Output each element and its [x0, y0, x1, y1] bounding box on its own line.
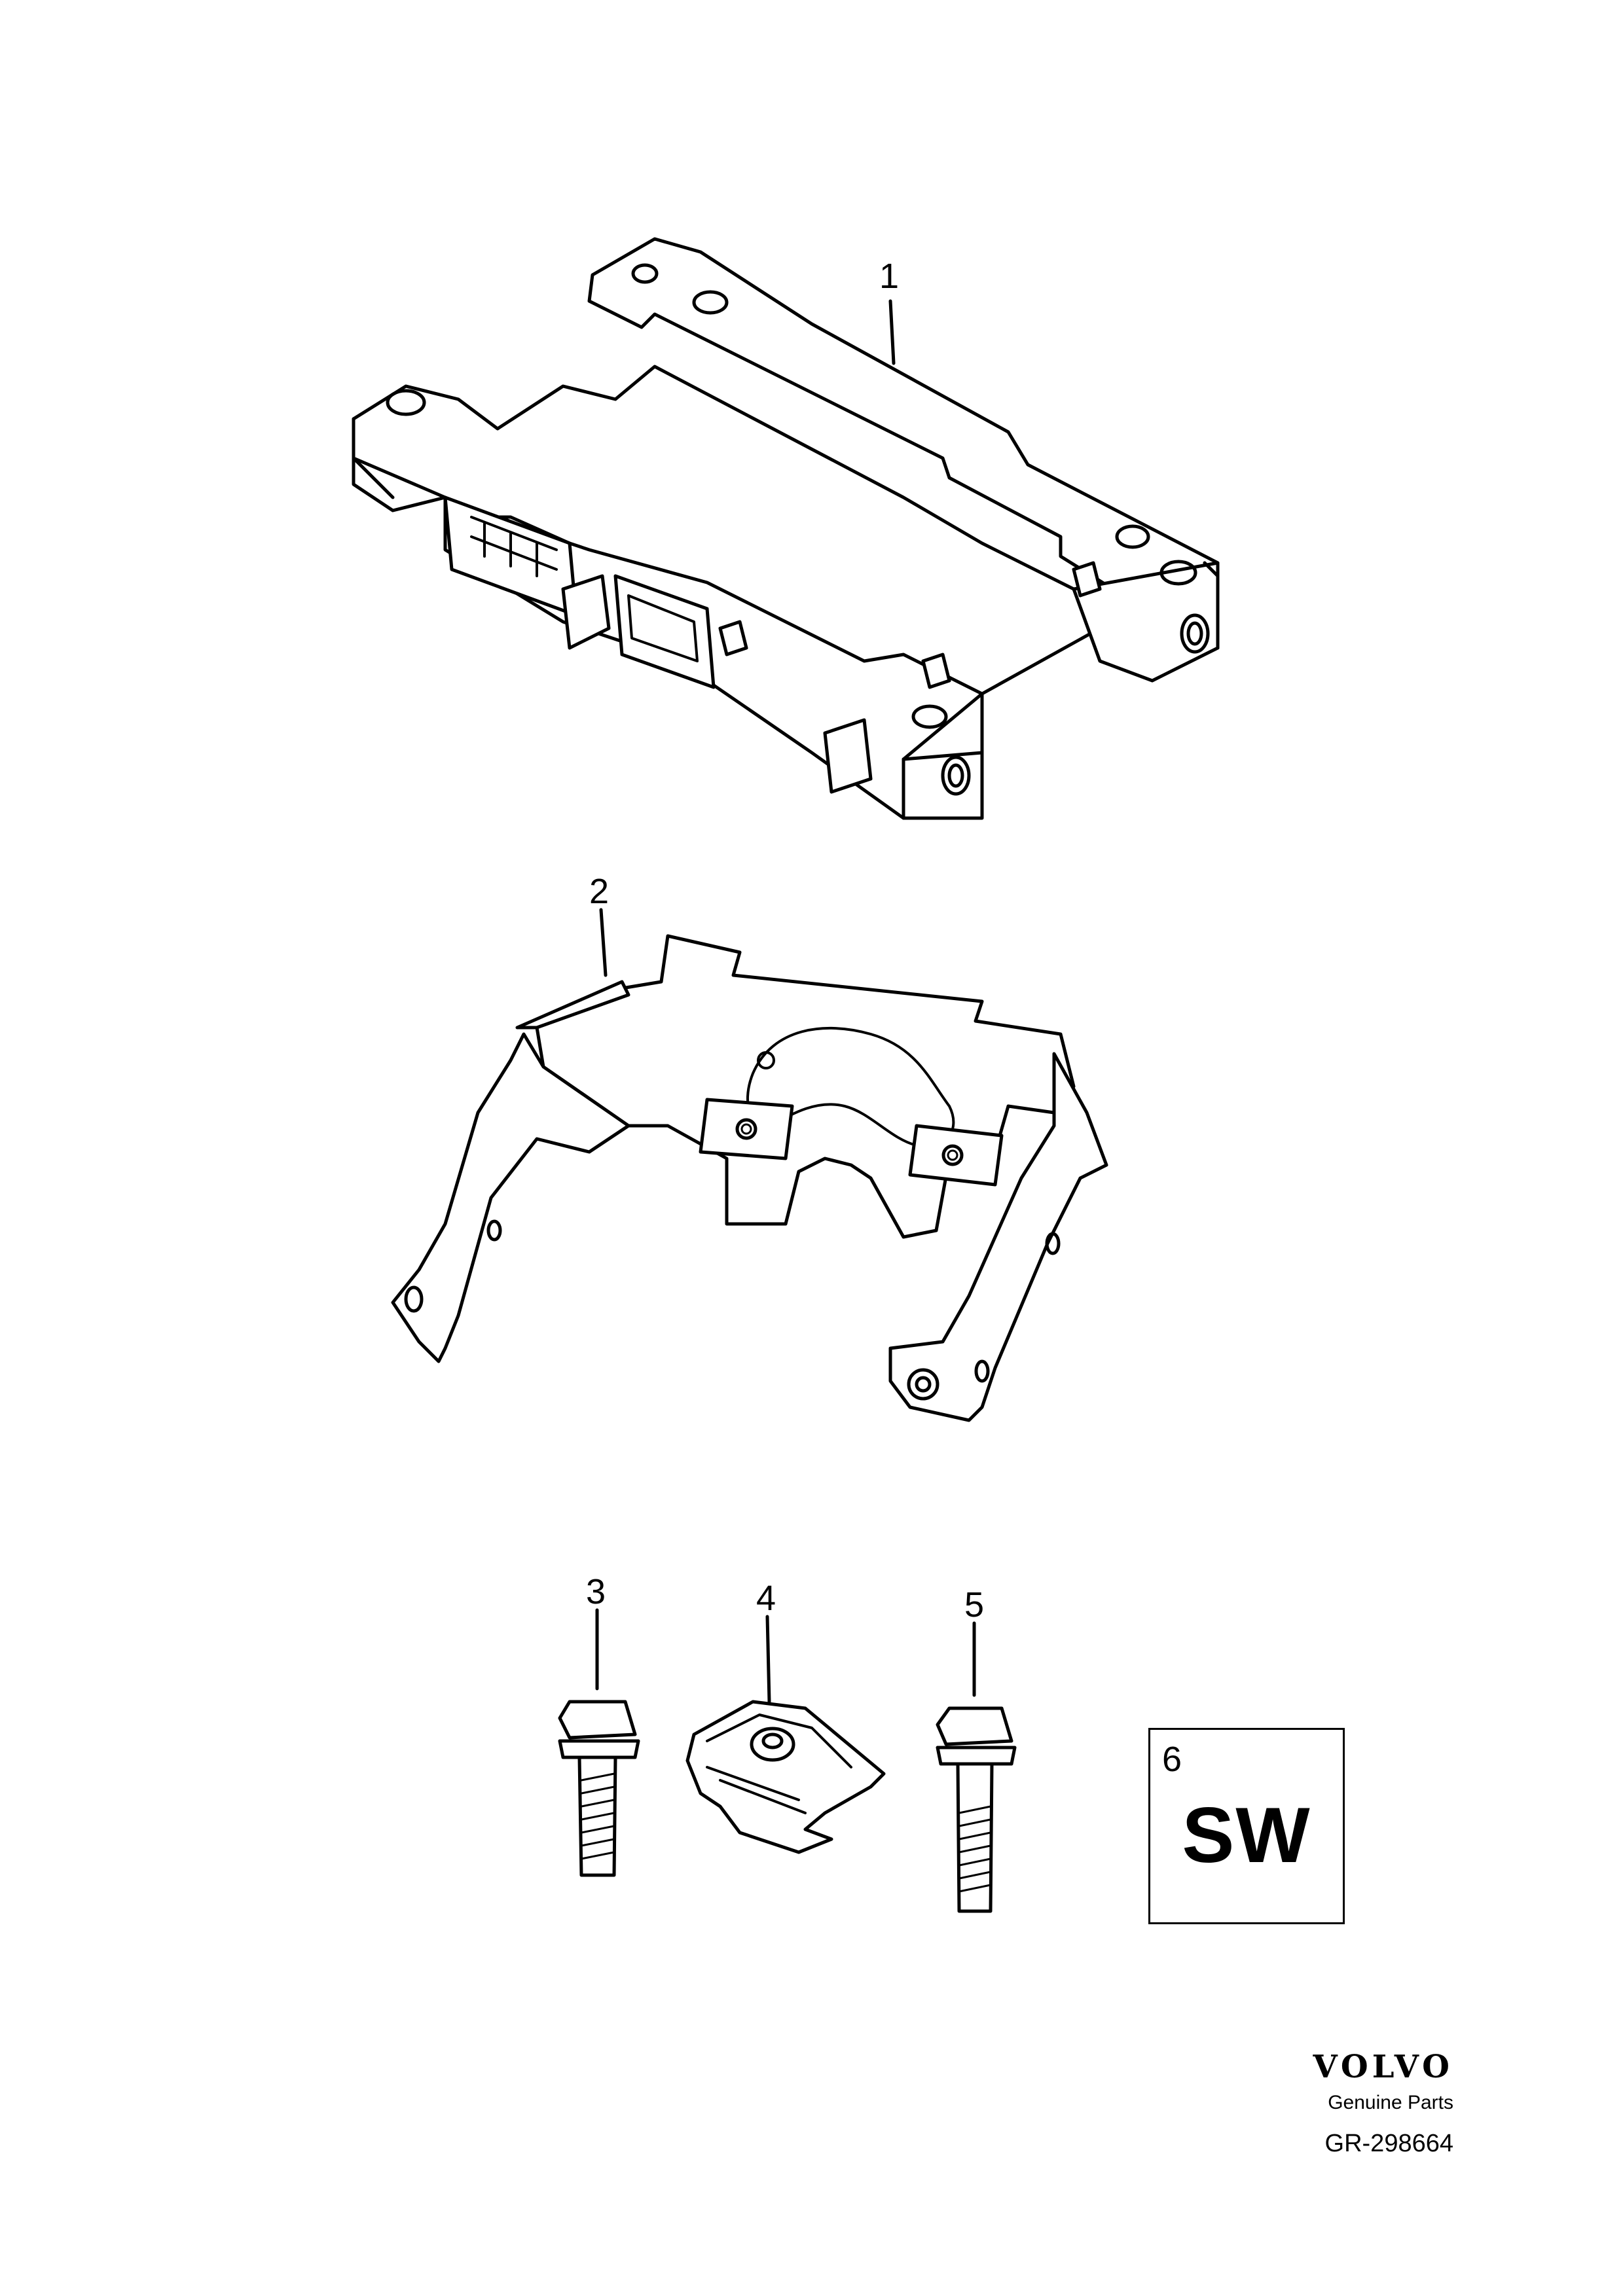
- leader-line-1: [888, 299, 896, 365]
- brand-block: VOLVO Genuine Parts GR-298664: [1264, 2049, 1453, 2158]
- software-kit-box: 6 SW: [1148, 1728, 1345, 1924]
- flange-bolt-3: [558, 1608, 640, 1877]
- callout-3: 3: [586, 1572, 606, 1611]
- callout-4: 4: [756, 1579, 776, 1618]
- callout-2: 2: [589, 872, 610, 911]
- control-module: [352, 237, 1220, 820]
- callout-5: 5: [964, 1585, 985, 1624]
- volvo-logo: VOLVO: [1313, 2049, 1453, 2085]
- brand-subtitle: Genuine Parts: [1328, 2092, 1453, 2113]
- callout-1: 1: [879, 257, 900, 296]
- software-code: SW: [1182, 1791, 1311, 1879]
- leader-line-2: [599, 908, 608, 977]
- leader-line-4: [765, 1615, 771, 1704]
- mounting-bracket: [391, 908, 1108, 1422]
- diagram-reference: GR-298664: [1324, 2130, 1453, 2157]
- callout-6: 6: [1162, 1740, 1182, 1779]
- flange-bolt-5: [936, 1621, 1017, 1913]
- u-nut-clip-4: [685, 1615, 886, 1854]
